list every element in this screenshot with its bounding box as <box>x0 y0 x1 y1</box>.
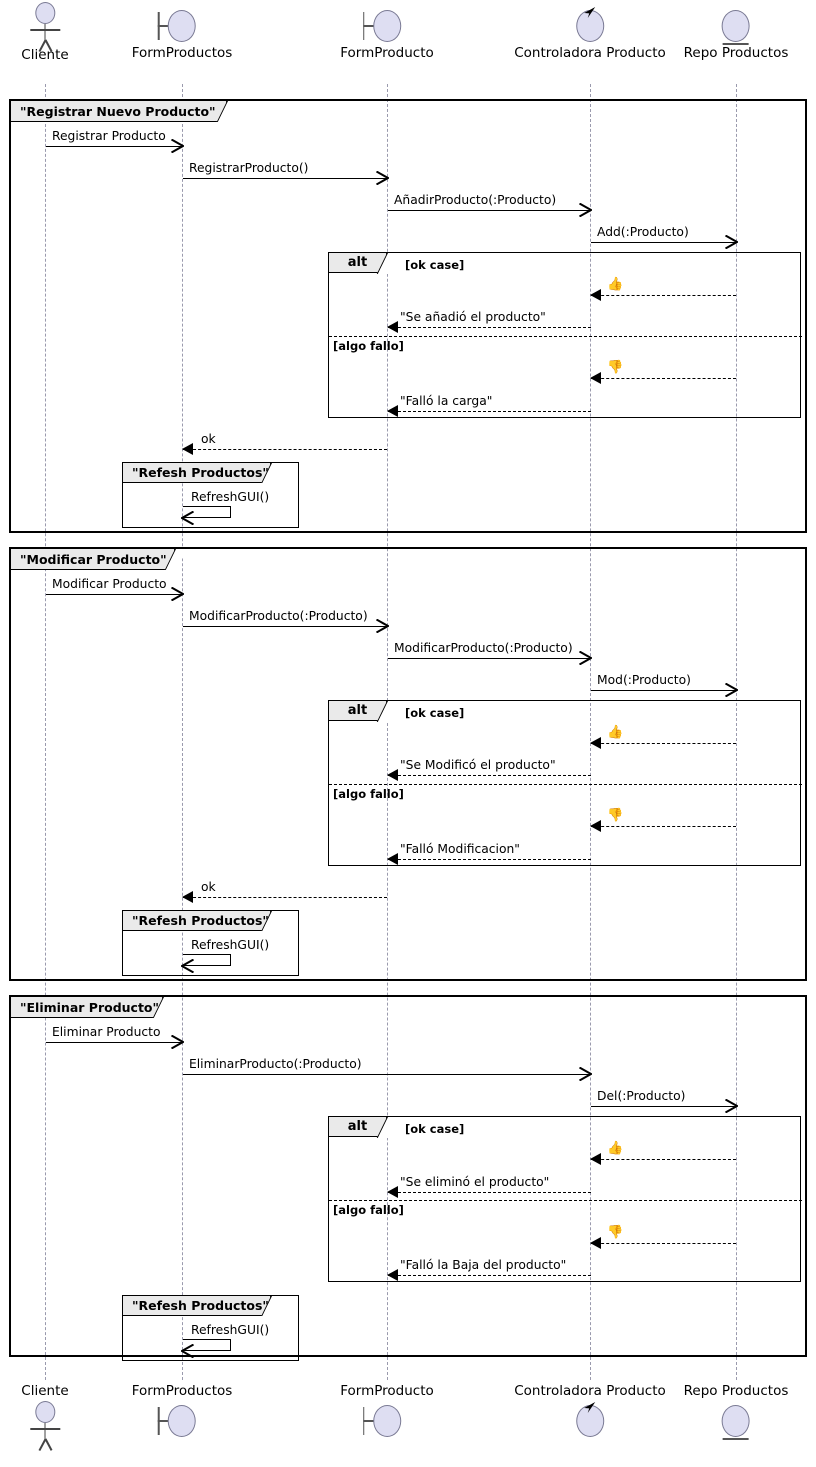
alt-fragment-modificar: alt [ok case] [algo fallo] <box>328 700 802 866</box>
message-label: "Se añadió el producto" <box>400 310 546 324</box>
self-message-label: RefreshGUI() <box>191 1323 270 1337</box>
participant-label: Controladora Producto <box>514 1383 666 1399</box>
alt-guard-ok: [ok case] <box>405 1122 465 1136</box>
boundary-icon <box>152 6 212 46</box>
boundary-icon <box>357 6 417 46</box>
actor-stick-figure-icon <box>23 2 67 52</box>
participant-label: Cliente <box>21 47 69 63</box>
self-message-refreshgui-2: RefreshGUI() <box>181 938 269 973</box>
message-label: EliminarProducto(:Producto) <box>189 1057 362 1071</box>
nested-fragment-tab-label: "Refesh Productos" <box>123 463 271 483</box>
fragment-tab-label: "Registrar Nuevo Producto" <box>11 101 227 122</box>
message-label: "Falló Modificacion" <box>400 842 520 856</box>
participant-label: FormProducto <box>340 1383 434 1399</box>
alt-guard-fail: [algo fallo] <box>333 1203 404 1217</box>
nested-fragment-tab-label: "Refesh Productos" <box>123 1296 271 1316</box>
participant-repo-productos-bottom[interactable]: Repo Productos <box>683 1383 789 1441</box>
thumbs-up-icon: 👍 <box>607 725 624 740</box>
participant-controladora-producto-bottom[interactable]: Controladora Producto <box>514 1384 666 1441</box>
nested-fragment-refesh-productos-2: "Refesh Productos" <box>122 910 299 976</box>
thumbs-up-icon: 👍 <box>607 1141 624 1156</box>
control-arrow-icon <box>583 7 595 18</box>
self-message-refreshgui-1: RefreshGUI() <box>181 490 269 525</box>
fragment-tab-label: "Eliminar Producto" <box>11 997 163 1018</box>
fragment-tab-label: "Modificar Producto" <box>11 549 175 570</box>
message-label: Mod(:Producto) <box>597 673 691 687</box>
alt-fragment-eliminar: alt [ok case] [algo fallo] <box>328 1116 802 1282</box>
fragment-modificar-producto: "Modificar Producto" <box>9 547 807 981</box>
thumbs-down-icon: 👎 <box>607 360 624 375</box>
lifeline-formproducto <box>387 84 388 1380</box>
control-icon <box>560 1401 620 1441</box>
participant-repo-productos-top[interactable]: Repo Productos <box>683 6 789 61</box>
message-label: "Falló la Baja del producto" <box>400 1258 567 1272</box>
message-label: "Se eliminó el producto" <box>400 1175 550 1189</box>
alt-operator-label: alt <box>329 253 387 273</box>
thumbs-up-icon: 👍 <box>607 277 624 292</box>
participant-formproducto-top[interactable]: FormProducto <box>340 6 434 61</box>
self-message-refreshgui-3: RefreshGUI() <box>181 1323 269 1358</box>
participant-label: FormProductos <box>131 45 233 61</box>
message-label: Del(:Producto) <box>597 1089 686 1103</box>
participant-formproductos-top[interactable]: FormProductos <box>131 6 233 61</box>
participant-cliente-bottom[interactable]: Cliente <box>21 1383 69 1451</box>
participant-formproducto-bottom[interactable]: FormProducto <box>340 1384 434 1441</box>
message-label: Add(:Producto) <box>597 225 689 239</box>
participant-label: Cliente <box>21 1383 69 1399</box>
participant-label: Repo Productos <box>683 45 789 61</box>
control-arrow-icon <box>583 1402 595 1413</box>
message-label: "Se Modificó el producto" <box>400 758 556 772</box>
alt-guard-fail: [algo fallo] <box>333 787 404 801</box>
boundary-icon <box>357 1401 417 1441</box>
lifeline-controladora-producto <box>590 84 591 1380</box>
boundary-icon <box>152 1401 212 1441</box>
message-label: Registrar Producto <box>52 129 166 143</box>
nested-fragment-refesh-productos-3: "Refesh Productos" <box>122 1295 299 1361</box>
message-label: ModificarProducto(:Producto) <box>189 609 368 623</box>
lifeline-formproductos <box>182 84 183 1380</box>
alt-branch-divider <box>329 1200 802 1201</box>
participant-label: Controladora Producto <box>514 45 666 61</box>
lifeline-cliente <box>45 84 46 1380</box>
nested-fragment-refesh-productos-1: "Refesh Productos" <box>122 462 299 528</box>
thumbs-down-icon: 👎 <box>607 1225 624 1240</box>
alt-operator-label: alt <box>329 1117 387 1137</box>
self-message-label: RefreshGUI() <box>191 490 270 504</box>
self-message-label: RefreshGUI() <box>191 938 270 952</box>
alt-guard-ok: [ok case] <box>405 706 465 720</box>
nested-fragment-tab-label: "Refesh Productos" <box>123 911 271 931</box>
alt-fragment-registrar: alt [ok case] [algo fallo] <box>328 252 802 418</box>
control-icon <box>560 6 620 46</box>
thumbs-down-icon: 👎 <box>607 808 624 823</box>
message-label: Eliminar Producto <box>52 1025 161 1039</box>
message-label: Modificar Producto <box>52 577 167 591</box>
entity-icon <box>706 6 766 46</box>
participant-label: FormProducto <box>340 45 434 61</box>
message-label: ok <box>201 880 216 894</box>
fragment-registrar-nuevo-producto: "Registrar Nuevo Producto" <box>9 99 807 533</box>
fragment-eliminar-producto: "Eliminar Producto" <box>9 995 807 1357</box>
participant-controladora-producto-top[interactable]: Controladora Producto <box>514 6 666 61</box>
alt-guard-fail: [algo fallo] <box>333 339 404 353</box>
message-label: ModificarProducto(:Producto) <box>394 641 573 655</box>
alt-guard-ok: [ok case] <box>405 258 465 272</box>
message-label: "Falló la carga" <box>400 394 493 408</box>
entity-icon <box>706 1401 766 1441</box>
actor-stick-figure-icon <box>23 1401 67 1451</box>
alt-branch-divider <box>329 336 802 337</box>
alt-operator-label: alt <box>329 701 387 721</box>
participant-label: Repo Productos <box>683 1383 789 1399</box>
participant-label: FormProductos <box>131 1383 233 1399</box>
alt-branch-divider <box>329 784 802 785</box>
participant-formproductos-bottom[interactable]: FormProductos <box>131 1383 233 1441</box>
message-label: AñadirProducto(:Producto) <box>394 193 557 207</box>
message-label: RegistrarProducto() <box>189 161 309 175</box>
lifeline-repo-productos <box>736 84 737 1380</box>
participant-cliente-top[interactable]: Cliente <box>21 2 69 63</box>
message-label: ok <box>201 432 216 446</box>
